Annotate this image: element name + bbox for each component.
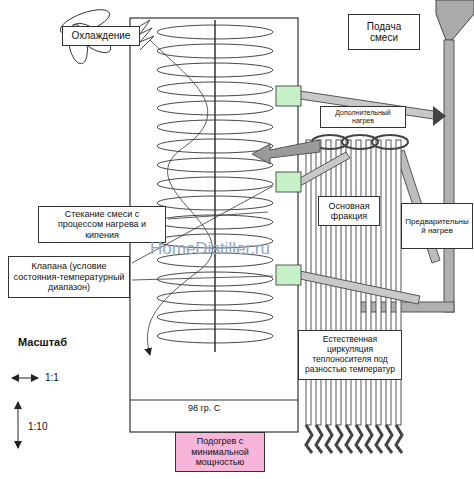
feed-funnel	[436, 0, 474, 40]
disc-stack	[157, 25, 273, 343]
valve-pipe	[300, 152, 350, 186]
tray-disc	[157, 120, 273, 134]
box-text: Подогрев с минимальной мощностью	[179, 436, 261, 467]
valve-block	[276, 172, 301, 192]
scale-value: 1:10	[28, 421, 47, 432]
scale-arrow	[18, 402, 19, 448]
temperature-label: 98 гр. С	[186, 404, 222, 414]
box-text: Естественная циркуляция теплоносителя по…	[302, 335, 398, 374]
valves-box: Клапана (условие состояния-температурный…	[8, 256, 130, 298]
feed-box: Подача смеси	[348, 14, 420, 50]
heater-box: Подогрев с минимальной мощностью	[175, 432, 265, 472]
feed-pipe-horizontal	[360, 302, 454, 312]
box-text: Подача смеси	[352, 21, 416, 44]
box-text: Охлаждение	[72, 30, 131, 42]
cooling-box: Охлаждение	[62, 26, 140, 46]
tube-bend	[336, 425, 342, 453]
tray-disc	[157, 158, 273, 172]
tube-bend	[376, 425, 382, 453]
box-text: Клапана (условие состояния-температурный…	[12, 261, 126, 292]
heat-tube	[396, 140, 401, 425]
tray-disc	[157, 44, 273, 58]
preheat-box: Предварительный нагрев	[401, 203, 473, 249]
tray-disc	[157, 291, 273, 305]
tray-disc	[157, 25, 273, 39]
scale-value: 1:1	[45, 372, 59, 383]
box-text: Дополнительный нагрев	[324, 109, 402, 125]
flow-box: Стекание смеси с процессом нагрева и кип…	[38, 206, 166, 243]
tray-disc	[157, 310, 273, 324]
fraction-box: Основная фракция	[318, 196, 380, 226]
leader-line	[168, 212, 268, 219]
cooling-fan	[57, 5, 154, 66]
liquid-level-line	[130, 400, 298, 401]
valve-block	[276, 265, 301, 285]
tube-bend	[326, 425, 332, 453]
tray-disc	[157, 63, 273, 77]
tray-disc	[157, 215, 273, 229]
tray-disc	[157, 196, 273, 210]
tube-bend	[396, 425, 402, 453]
tray-disc	[157, 82, 273, 96]
box-text: Основная фракция	[322, 201, 376, 222]
leader-line	[132, 276, 273, 280]
tube-bend	[316, 425, 322, 453]
box-text: Стекание смеси с процессом нагрева и кип…	[42, 209, 162, 240]
vapor-arrow	[252, 140, 320, 164]
heat-tube	[386, 140, 391, 425]
pipe-arrow	[433, 106, 446, 126]
valve-pipe	[300, 271, 420, 304]
tube-bend	[366, 425, 372, 453]
tray-disc	[157, 101, 273, 115]
tube-manifold	[372, 135, 408, 149]
tube-bend	[346, 425, 352, 453]
tray-disc	[157, 139, 273, 153]
scale-title: Масштаб	[18, 336, 67, 348]
scale-arrow	[12, 378, 38, 379]
heat-tube	[366, 140, 371, 425]
tray-disc	[157, 329, 273, 343]
heat-tube	[376, 140, 381, 425]
circulation-box: Естественная циркуляция теплоносителя по…	[298, 330, 402, 380]
tube-bend	[356, 425, 362, 453]
watermark: HomeDistiller.ru	[150, 240, 270, 259]
feed-pipe	[444, 40, 454, 312]
box-text: Предварительный нагрев	[405, 217, 469, 235]
valve-block	[276, 86, 301, 106]
tube-bend	[386, 425, 392, 453]
tube-bend	[306, 425, 312, 453]
tray-disc	[157, 177, 273, 191]
central-rod	[214, 20, 216, 352]
flow-path	[147, 40, 212, 355]
extra-heat-box: Дополнительный нагрев	[320, 106, 406, 128]
